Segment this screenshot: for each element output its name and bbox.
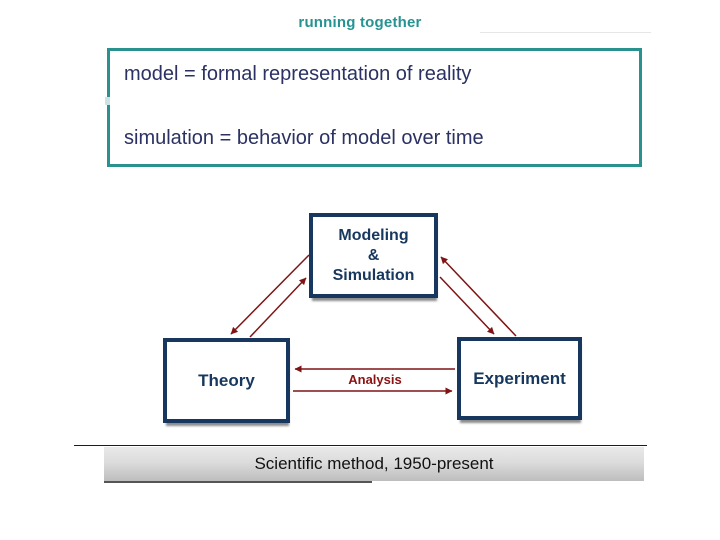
footer-rule (74, 445, 647, 446)
node-experiment-label: Experiment (473, 368, 566, 388)
arrow-modeling-to-theory (230, 254, 310, 335)
analysis-label: Analysis (330, 372, 420, 387)
slide-title: running together (298, 14, 422, 31)
node-modeling-line2: & (367, 246, 380, 264)
arrow-experiment-to-modeling (440, 256, 517, 337)
node-theory-label: Theory (198, 370, 255, 390)
footer-underline (104, 481, 372, 483)
placeholder-mark (105, 97, 110, 105)
title-faint-underline (480, 32, 651, 33)
definition-line-model: model = formal representation of reality (124, 63, 472, 85)
node-modeling-line1: Modeling (338, 226, 409, 244)
node-modeling-simulation: Modeling & Simulation (309, 213, 438, 298)
definition-line-simulation: simulation = behavior of model over time (124, 127, 484, 149)
node-theory: Theory (163, 338, 290, 423)
arrow-theory-to-modeling (249, 277, 307, 338)
node-experiment: Experiment (457, 337, 582, 420)
footer-bar: Scientific method, 1950-present (104, 447, 644, 481)
node-modeling-line3: Simulation (332, 266, 415, 284)
arrow-modeling-to-experiment (439, 276, 495, 335)
definition-box: model = formal representation of reality… (107, 48, 642, 167)
